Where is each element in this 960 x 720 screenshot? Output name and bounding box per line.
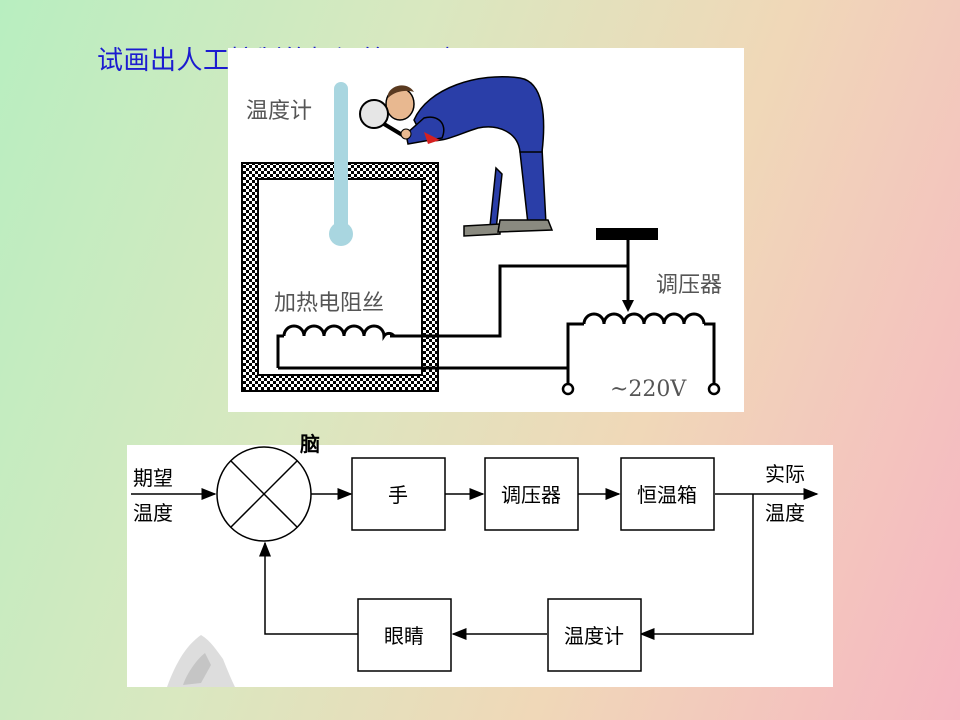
thermometer-label: 温度计 (246, 99, 312, 124)
heating-coil (276, 264, 628, 368)
observer-person-illustration (359, 76, 554, 237)
block-thermometer-label: 温度计 (564, 624, 624, 648)
block-eyes (357, 598, 452, 672)
heater-label: 加热电阻丝 (274, 291, 384, 316)
control-block-diagram: 期望 温度 实际 温度 (131, 446, 819, 687)
brain-label: 脑 (300, 432, 320, 456)
regulator-knob-icon (596, 228, 658, 240)
summing-junction (216, 446, 312, 542)
block-hand-label: 手 (388, 483, 408, 507)
block-thermometer (547, 598, 642, 672)
feedback-to-thermometer (639, 494, 754, 640)
block-diagram-panel: 期望 温度 实际 温度 (127, 445, 833, 687)
regulator-label: 调压器 (656, 273, 722, 298)
oven-schematic: 温度计 加热电阻丝 (241, 76, 722, 402)
voltage-label: ~220V (610, 377, 687, 402)
terminal-left (561, 382, 575, 396)
output-label-1: 实际 (765, 462, 805, 486)
thermometer-icon (329, 82, 353, 246)
block-regulator (484, 457, 579, 531)
voltage-regulator (278, 228, 716, 384)
block-hand (351, 457, 446, 531)
block-oven (620, 457, 715, 531)
input-label-2: 温度 (133, 501, 173, 525)
output-label-2: 温度 (765, 501, 805, 525)
decorative-texture (167, 635, 235, 687)
block-regulator-label: 调压器 (501, 483, 561, 507)
block-oven-label: 恒温箱 (637, 483, 697, 507)
feedback-to-junction (259, 541, 359, 635)
terminal-right (707, 382, 721, 396)
oven-schematic-panel: 温度计 加热电阻丝 (228, 48, 744, 412)
input-label-1: 期望 (133, 466, 173, 490)
block-eyes-label: 眼睛 (384, 624, 424, 648)
